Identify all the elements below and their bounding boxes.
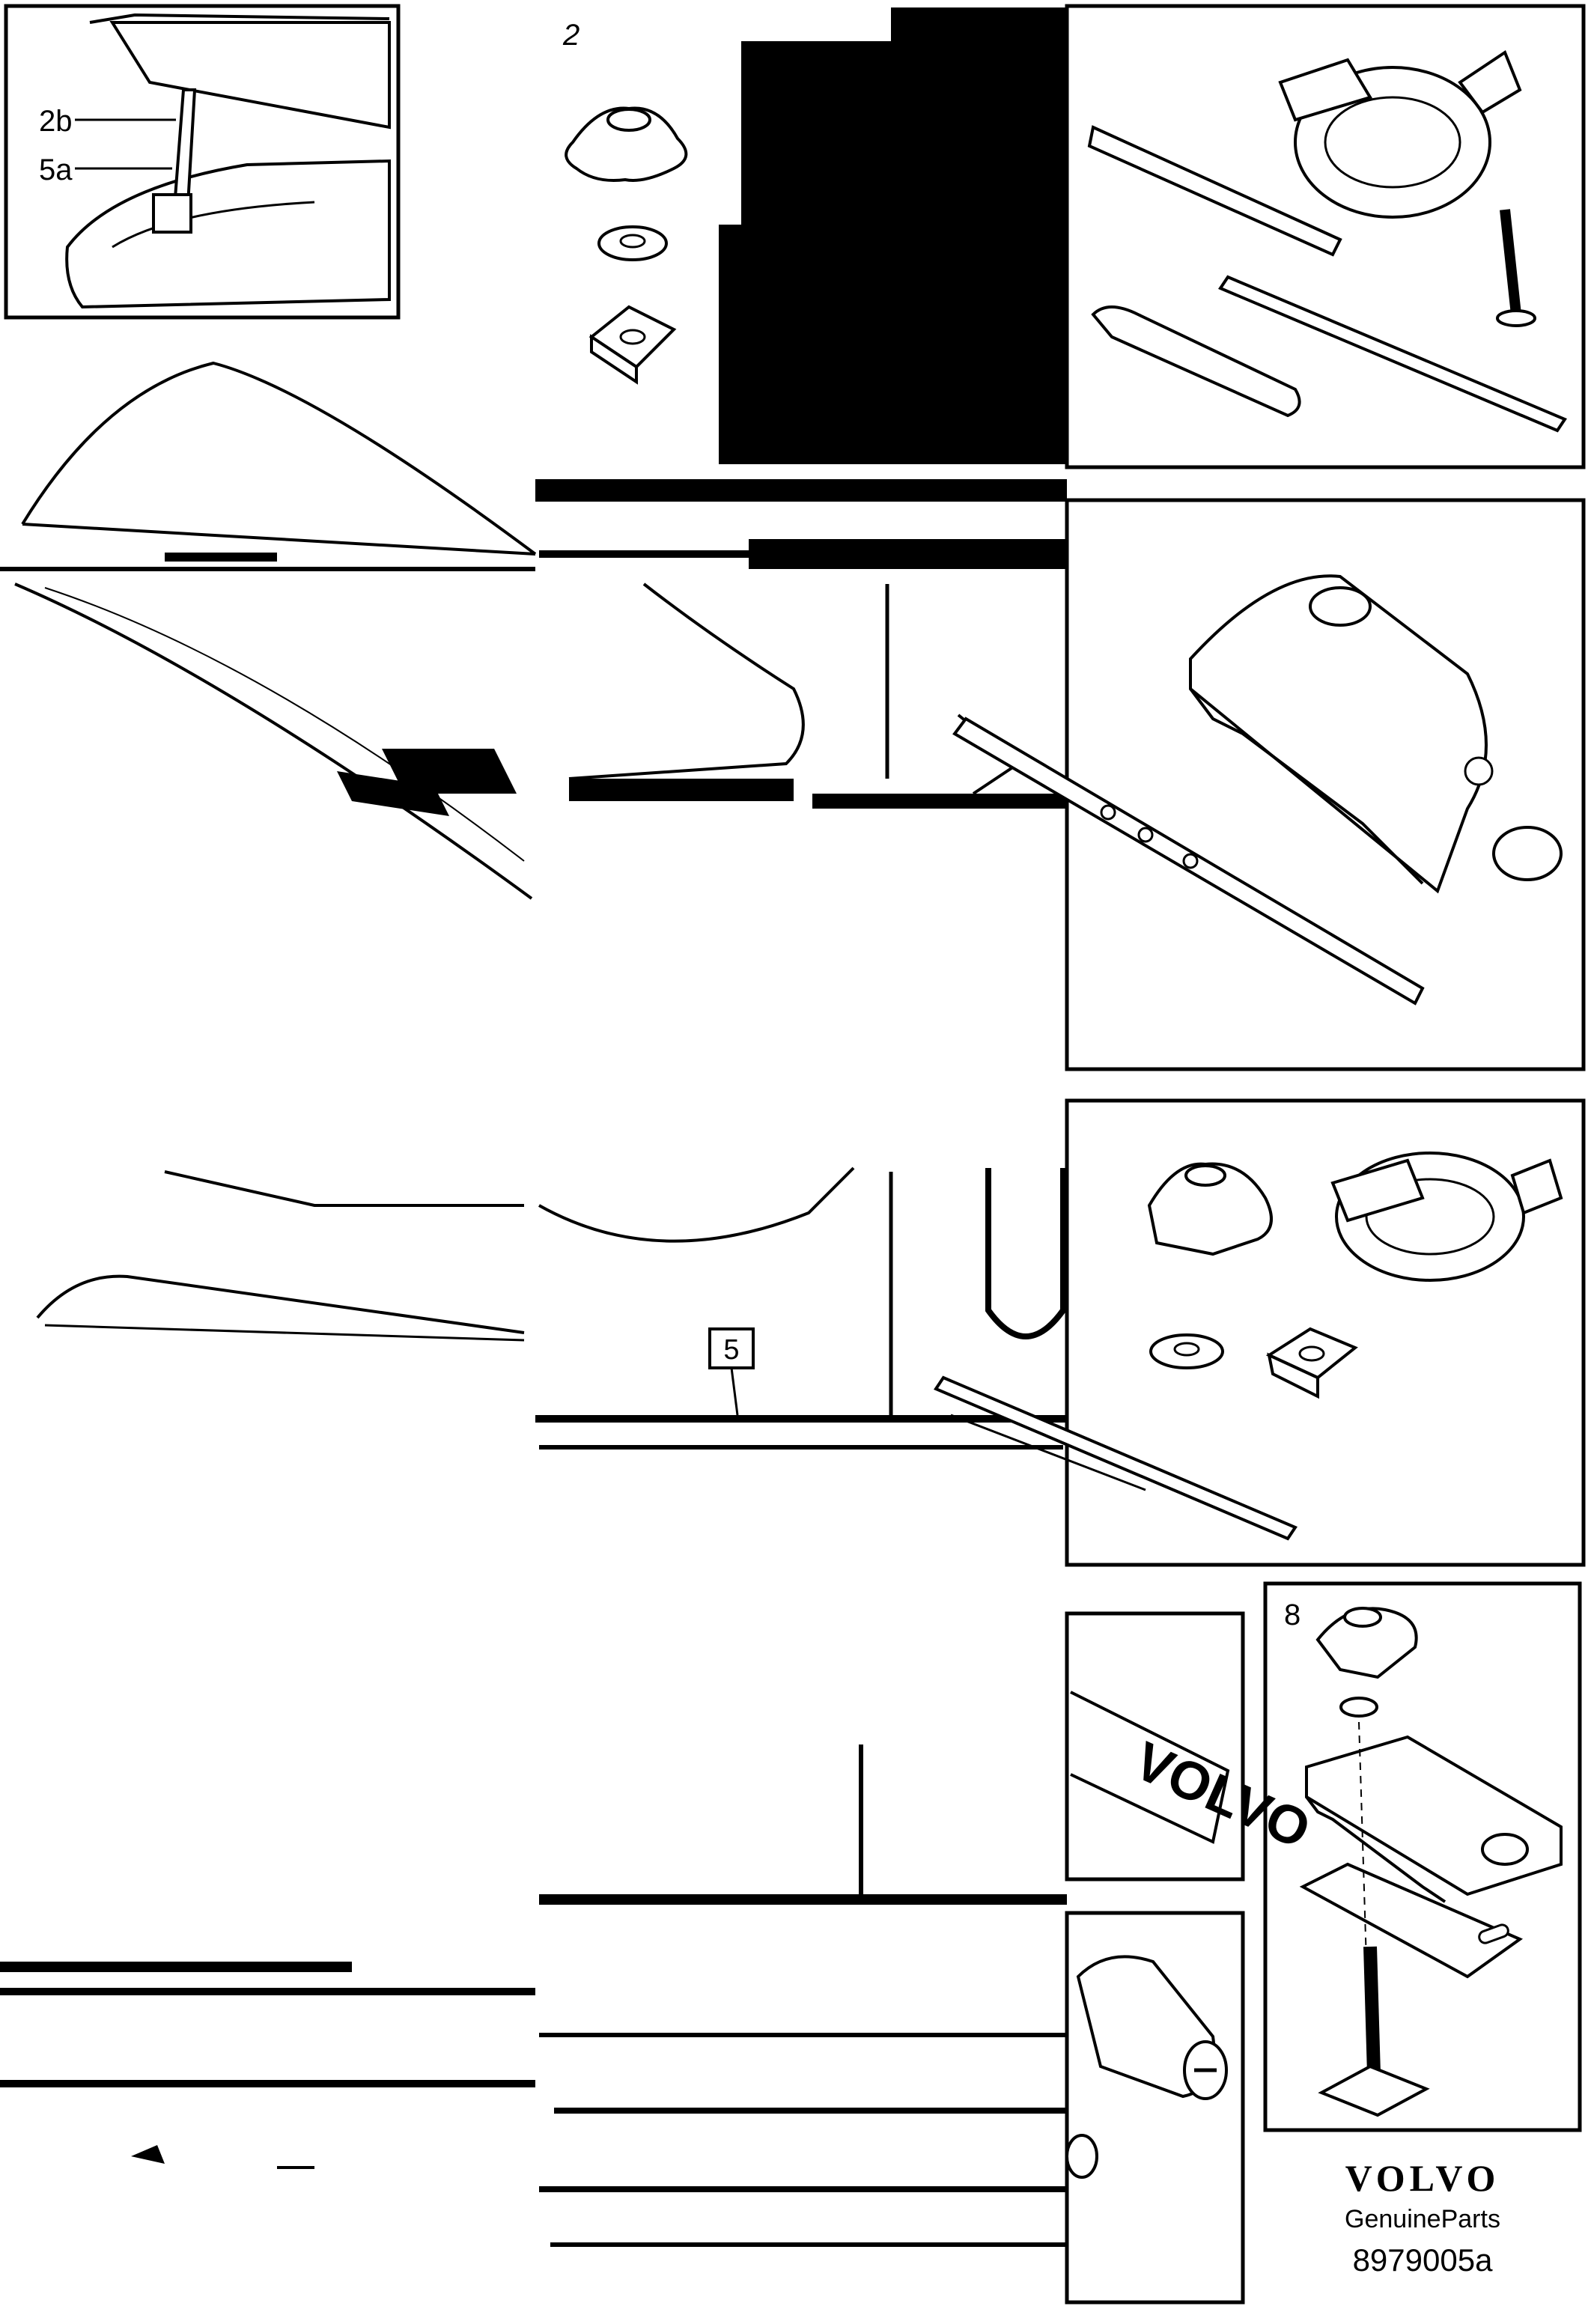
base-plate <box>1299 1862 1524 1979</box>
star-knob-icon <box>1147 1162 1273 1256</box>
callout-8: 8 <box>1284 1598 1301 1631</box>
star-knob-icon <box>1315 1607 1418 1679</box>
clamp-foot-icon <box>1189 574 1563 894</box>
brand-wordmark: VOLVO <box>1345 2157 1500 2199</box>
lock-cylinder-icon <box>1065 1955 1228 2179</box>
scan-artifacts <box>0 1744 1067 2247</box>
square-nut-icon <box>588 305 677 385</box>
callout-5: 5 <box>723 1334 739 1366</box>
brand-subtitle: GenuineParts <box>1345 2205 1500 2233</box>
panel-fasteners: 2 <box>535 7 1067 502</box>
washer-icon <box>597 225 668 261</box>
panel-lid-hinge: 2b 5a <box>4 4 401 320</box>
callout-2: 2 <box>562 19 579 52</box>
bolt-icon <box>1496 209 1536 327</box>
clamp-block-icon <box>1305 1735 1563 1903</box>
flat-bar <box>1087 125 1342 257</box>
u-bolt <box>985 1168 1066 1339</box>
panel-lock <box>1065 1911 1245 2305</box>
panel-strap-kit <box>1065 4 1586 469</box>
callout-2b: 2b <box>39 105 73 138</box>
washer-icon <box>1339 1697 1378 1718</box>
part-number: 8979005a <box>1352 2242 1493 2278</box>
slotted-bar <box>933 1375 1298 1541</box>
panel-clamp <box>952 498 1586 1071</box>
panel-clamp-assembly: 8 <box>1263 1581 1582 2132</box>
panel-decal: VOLVO <box>1065 1611 1318 1882</box>
callout-box-5 <box>708 1327 755 1369</box>
washer-icon <box>1149 1333 1224 1369</box>
panel-hardware-set <box>933 1098 1586 1567</box>
decal-logo-text: VOLVO <box>1125 1731 1318 1861</box>
roof-box-illustration <box>0 361 1067 900</box>
star-knob-icon <box>565 106 688 182</box>
roof-box-lower: 5 <box>36 1166 1067 1450</box>
slotted-bar-long <box>1217 275 1568 433</box>
strap-buckle-icon <box>1278 49 1522 219</box>
callout-5a: 5a <box>39 153 73 186</box>
square-nut-icon <box>1265 1327 1358 1399</box>
threaded-bolt-icon <box>1318 1946 1430 2117</box>
strap-buckle-icon <box>1330 1152 1563 1282</box>
hinge-plate <box>152 193 192 234</box>
slotted-bar-short <box>1091 305 1301 418</box>
